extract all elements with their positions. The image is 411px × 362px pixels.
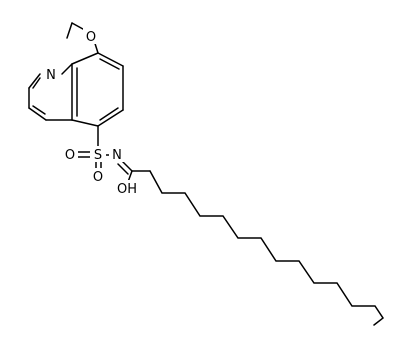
sulfonyl-oxygen-bottom-label: O: [93, 170, 103, 185]
sulfonyl-sulfur-atom: S: [90, 146, 106, 163]
bond-c8-c7: [97, 52, 124, 67]
bond-c3-c4-inner: [32, 105, 46, 115]
atom-label-layer: N O S O O N OH: [43, 28, 140, 197]
bond-c5-c4a: [71, 119, 99, 127]
sulfonyl-oxygen-bottom-atom: O: [90, 168, 106, 185]
ether-oxygen-atom: O: [83, 28, 99, 45]
amide-nitrogen-label: N: [112, 148, 122, 163]
ether-oxygen-label: O: [86, 30, 96, 45]
hydroxy-group-label: OH: [117, 182, 137, 197]
bond-layer: [28, 22, 385, 326]
sulfonyl-oxygen-left-label: O: [65, 148, 75, 163]
quinoline-nitrogen-atom: N: [43, 66, 59, 83]
bond-ethyl-ch3-ch2: [66, 22, 73, 39]
bond-n-c-amide-b: [117, 163, 129, 175]
bond-c8a-n: [61, 63, 73, 75]
bond-c6-c5-inner: [99, 107, 119, 121]
bond-c6-c5: [97, 109, 124, 127]
bond-c3-c4: [28, 107, 47, 121]
sulfonyl-sulfur-label: S: [94, 148, 102, 163]
bond-n-c-amide-a: [121, 160, 133, 172]
bond-c8a-c8: [71, 52, 99, 65]
hydroxy-group-atom: OH: [114, 180, 140, 197]
quinoline-nitrogen-label: N: [46, 68, 56, 83]
bond-c8-c7-inner: [99, 58, 120, 70]
amide-nitrogen-atom: N: [109, 146, 125, 163]
bond-n-c2-inner: [32, 77, 41, 89]
sulfonyl-oxygen-left-atom: O: [62, 146, 78, 163]
alkyl-chain: [149, 170, 385, 326]
bond-n-c2: [28, 73, 41, 89]
